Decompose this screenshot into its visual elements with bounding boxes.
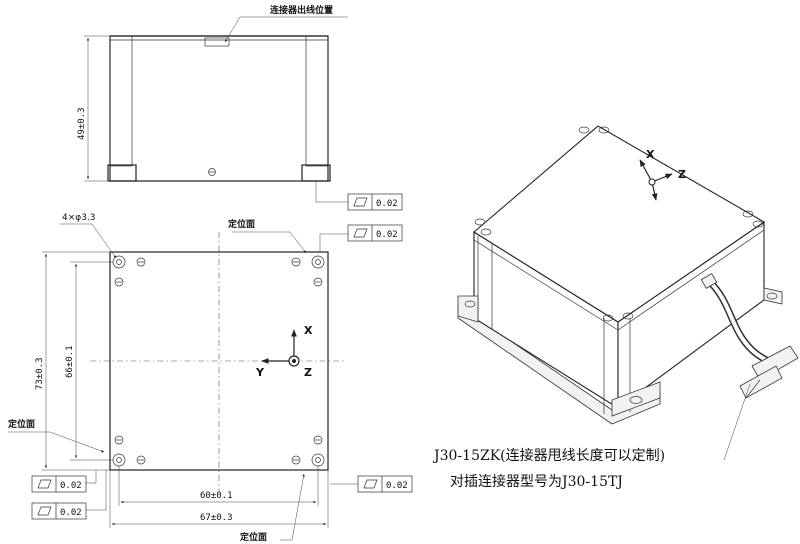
connector-position-label: 连接器出线位置 — [270, 4, 333, 16]
top-body-outline — [109, 251, 329, 471]
flatness-frame-top-right: 0.02 — [347, 224, 403, 242]
front-right-rail — [305, 35, 329, 167]
front-height-dim: 49±0.3 — [77, 107, 87, 140]
connector-spec-line2: 对插连接器型号为J30-15TJ — [450, 473, 623, 490]
flatness-frame-right: 0.02 — [357, 475, 413, 493]
top-axis-x-label: X — [304, 324, 313, 337]
front-left-foot — [107, 164, 137, 182]
svg-text:0.02: 0.02 — [60, 481, 82, 491]
svg-text:0.02: 0.02 — [376, 199, 398, 209]
iso-axis-symbol: X Z — [639, 148, 686, 201]
width-outer-dim: 67±0.3 — [200, 513, 233, 523]
datum-surface-label-tr: 定位面 — [227, 218, 255, 230]
iso-axis-z-label: Z — [678, 168, 686, 181]
flatness-frame-left-2: 0.02 — [31, 502, 87, 520]
top-axis-y-label: Y — [255, 366, 265, 379]
top-axis-z-label: Z — [304, 366, 312, 379]
svg-text:0.02: 0.02 — [386, 481, 408, 491]
connector-spec-line1: J30-15ZK(连接器甩线长度可以定制) — [432, 447, 665, 464]
flatness-frame-left-1: 0.02 — [31, 475, 87, 493]
datum-surface-label-b: 定位面 — [239, 531, 267, 543]
top-axis-symbol: X Y Z — [255, 324, 313, 379]
iso-top-face — [473, 125, 766, 323]
hole-callout: 4×φ3.3 — [62, 213, 96, 223]
mounting-hole-br — [311, 453, 325, 467]
front-right-foot — [301, 164, 331, 182]
top-view: X Y Z 4×φ3.3 定位面 0.02 定位面 定位面 73±0.3 — [7, 213, 413, 543]
svg-text:0.02: 0.02 — [60, 508, 82, 518]
iso-lid-screws — [464, 126, 778, 404]
isometric-view: X Z — [457, 125, 799, 461]
front-body-outline — [109, 35, 329, 182]
front-connector-slot — [204, 37, 230, 47]
iso-connector — [739, 345, 799, 399]
top-screws — [114, 257, 323, 465]
front-view: 连接器出线位置 49±0.3 0.02 — [77, 4, 403, 211]
iso-axis-x-label: X — [646, 148, 655, 161]
front-screw — [208, 168, 216, 176]
width-inner-dim: 60±0.1 — [200, 491, 233, 501]
mounting-hole-tr — [311, 255, 325, 269]
mounting-hole-tl — [112, 255, 126, 269]
datum-surface-label-bl: 定位面 — [7, 418, 35, 430]
height-inner-dim: 66±0.1 — [65, 345, 75, 378]
mounting-hole-bl — [112, 453, 126, 467]
front-left-rail — [109, 35, 133, 167]
svg-text:0.02: 0.02 — [376, 230, 398, 240]
flatness-frame-front: 0.02 — [347, 193, 403, 211]
height-outer-dim: 73±0.3 — [35, 357, 45, 390]
